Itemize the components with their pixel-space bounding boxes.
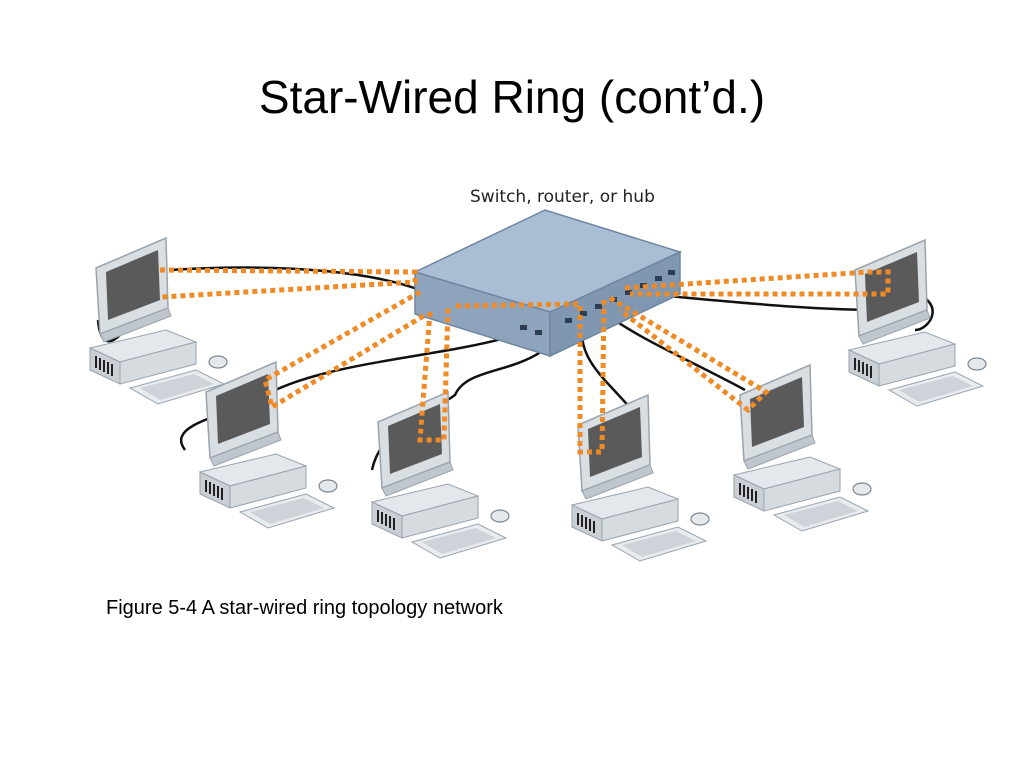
ring-pc-6	[624, 269, 891, 297]
ring-pc-1	[159, 267, 418, 300]
pc-2-workstation	[199, 361, 338, 529]
hub-device	[412, 209, 683, 358]
hub-label: Switch, router, or hub	[470, 187, 655, 207]
ring-path	[159, 267, 891, 455]
ring-pc-3	[417, 307, 451, 443]
pc-3-workstation	[371, 391, 510, 559]
figure-caption: Figure 5-4 A star-wired ring topology ne…	[106, 597, 503, 619]
pc-6-workstation	[848, 239, 987, 407]
ring-pc-4	[455, 299, 607, 455]
pc-1-workstation	[89, 237, 228, 405]
slide-title: Star-Wired Ring (cont’d.)	[258, 71, 766, 123]
ring-pc-5	[608, 295, 771, 414]
hub-side	[549, 250, 681, 358]
ring-pc-2	[262, 289, 427, 411]
pc-4-workstation	[571, 394, 710, 562]
pc-5-workstation	[733, 364, 872, 532]
